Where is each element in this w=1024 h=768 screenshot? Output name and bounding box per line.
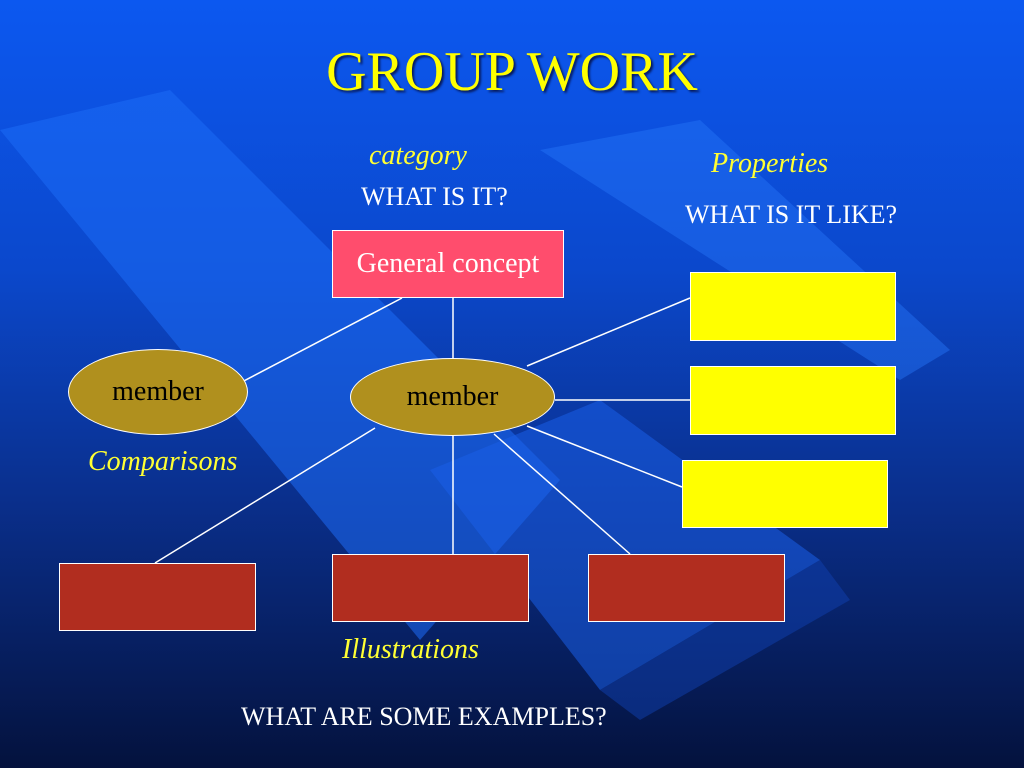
general-concept-box: General concept: [332, 230, 564, 298]
example-box-2: [332, 554, 529, 622]
comparisons-label: Comparisons: [88, 446, 238, 477]
examples-question: WHAT ARE SOME EXAMPLES?: [241, 702, 607, 731]
property-box-2: [690, 366, 896, 435]
member-left-label: member: [112, 376, 204, 407]
line-member-example-1: [154, 427, 376, 564]
property-box-3: [682, 460, 888, 528]
general-concept-label: General concept: [356, 248, 540, 279]
what-is-it-question: WHAT IS IT?: [361, 182, 508, 211]
properties-label: Properties: [711, 148, 829, 179]
member-oval-center: member: [350, 358, 555, 436]
line-member-property-3: [526, 425, 683, 488]
line-concept-member-left: [239, 297, 403, 384]
example-box-1: [59, 563, 256, 631]
member-oval-left: member: [68, 349, 248, 435]
example-box-3: [588, 554, 785, 622]
line-member-property-1: [526, 297, 691, 367]
what-is-it-like-question: WHAT IS IT LIKE?: [685, 200, 898, 229]
member-center-label: member: [406, 381, 499, 412]
line-member-example-3: [493, 433, 631, 555]
category-label: category: [369, 140, 467, 171]
slide-title: GROUP WORK: [326, 41, 698, 103]
illustrations-label: Illustrations: [342, 634, 479, 665]
property-box-1: [690, 272, 896, 341]
